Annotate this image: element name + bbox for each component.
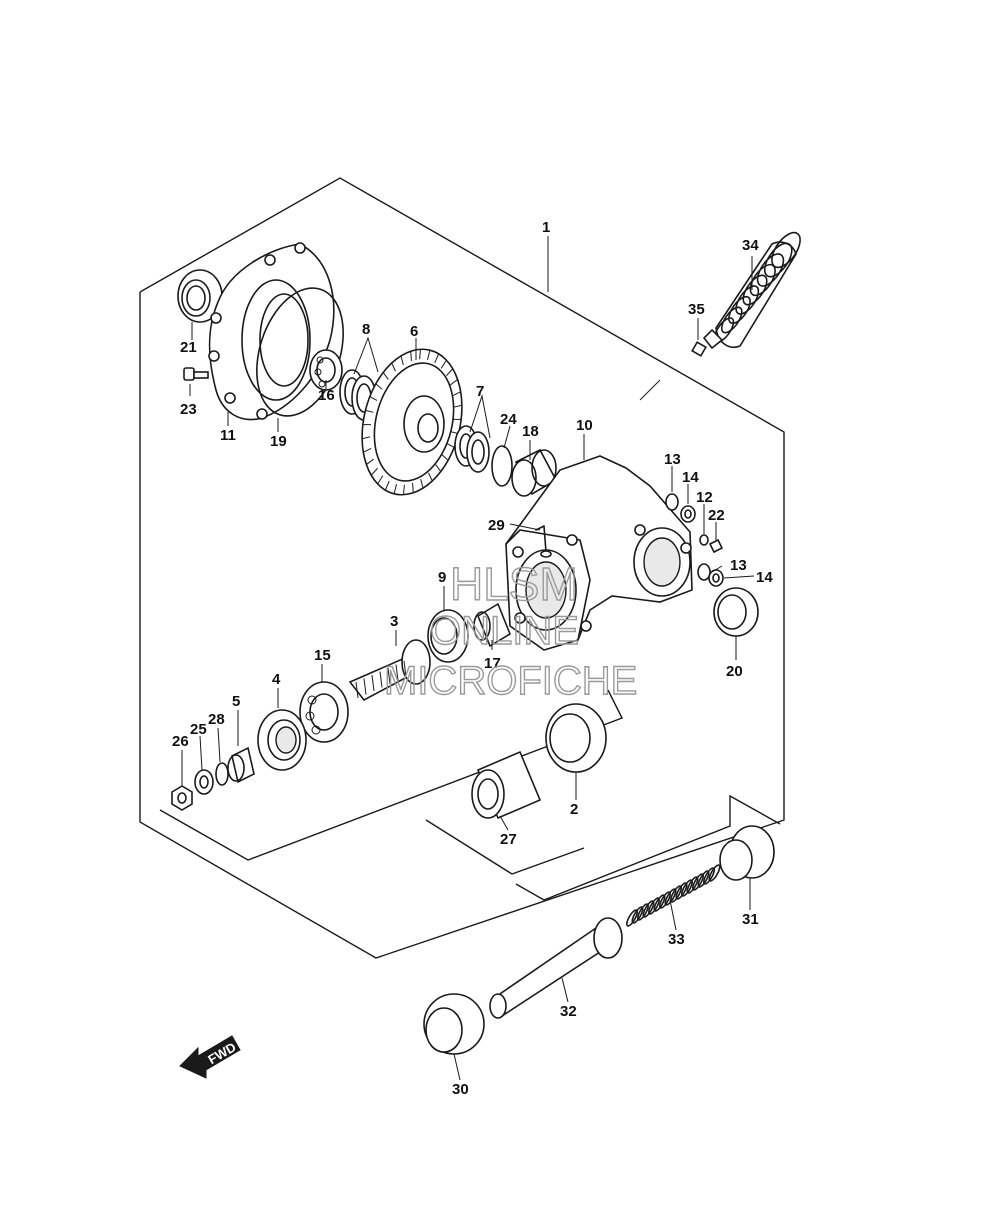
callout-12: 12 xyxy=(696,489,713,506)
part-10-gear-case xyxy=(505,455,693,651)
callout-24: 24 xyxy=(500,411,517,428)
callout-29: 29 xyxy=(488,517,505,534)
part-6-ring-gear xyxy=(361,348,463,496)
part-14-plug-upper xyxy=(680,505,696,523)
part-21-oil-seal xyxy=(177,269,223,323)
part-25-washer xyxy=(194,769,214,795)
fwd-arrow-icon: FWD xyxy=(179,1035,241,1079)
callout-22: 22 xyxy=(708,507,725,524)
assembly-frame xyxy=(139,177,785,959)
part-23-bolt xyxy=(183,367,209,381)
callout-3: 3 xyxy=(390,613,398,630)
callout-9: 9 xyxy=(438,569,446,586)
callout-7: 7 xyxy=(476,383,484,400)
callout-2: 2 xyxy=(570,801,578,818)
callout-20: 20 xyxy=(726,663,743,680)
callout-35: 35 xyxy=(688,301,705,318)
callout-11: 11 xyxy=(220,427,236,444)
part-24-ring xyxy=(491,445,513,487)
part-11-case-cover xyxy=(208,242,335,421)
part-18-needle-bearing xyxy=(511,448,558,497)
callout-26: 26 xyxy=(172,733,189,750)
callout-34: 34 xyxy=(742,237,759,254)
callout-27: 27 xyxy=(500,831,517,848)
part-14-plug-lower xyxy=(708,569,724,587)
callout-8: 8 xyxy=(362,321,370,338)
callout-1: 1 xyxy=(542,219,550,236)
part-13-washer-upper xyxy=(665,493,679,511)
callout-31: 31 xyxy=(742,911,759,928)
part-2-oil-seal xyxy=(545,703,607,773)
watermark-line-1: HLSM xyxy=(450,558,578,610)
part-28-washer xyxy=(215,762,229,786)
callout-18: 18 xyxy=(522,423,539,440)
callout-33: 33 xyxy=(668,931,685,948)
part-31-damper xyxy=(719,825,775,881)
part-3-drive-pinion xyxy=(348,639,431,702)
leader-lines xyxy=(181,236,755,1081)
callout-28: 28 xyxy=(208,711,225,728)
callout-32: 32 xyxy=(560,1003,577,1020)
callout-17: 17 xyxy=(484,655,501,672)
callout-25: 25 xyxy=(190,721,207,738)
part-20-oil-seal xyxy=(713,587,759,637)
part-29-breather-pipe xyxy=(535,525,552,558)
callout-16: 16 xyxy=(318,387,335,404)
watermark-line-3: MICROFICHE xyxy=(384,659,637,703)
callout-15: 15 xyxy=(314,647,331,664)
part-22-bolt xyxy=(708,538,724,554)
part-35-clamp xyxy=(691,341,707,357)
callout-23: 23 xyxy=(180,401,197,418)
watermark-line-2: ONLINE xyxy=(430,609,579,653)
callout-6: 6 xyxy=(410,323,418,340)
callout-21: 21 xyxy=(180,339,197,356)
part-12-washer xyxy=(699,534,709,546)
callout-14-lower: 14 xyxy=(756,569,773,586)
callout-10: 10 xyxy=(576,417,593,434)
callout-13-lower: 13 xyxy=(730,557,747,574)
callout-19: 19 xyxy=(270,433,287,450)
part-34-boot xyxy=(702,231,801,350)
part-30-damper xyxy=(423,993,485,1055)
part-7-shims xyxy=(454,425,490,473)
part-17-needle-bearing xyxy=(473,602,511,648)
part-27-collar xyxy=(471,750,542,820)
part-4-bearing xyxy=(257,709,307,771)
callout-30: 30 xyxy=(452,1081,469,1098)
part-5-spacer xyxy=(227,746,255,784)
part-9-bearing-race xyxy=(427,609,469,663)
callouts: 1 34 35 21 8 6 23 16 11 19 7 24 18 10 13… xyxy=(172,219,773,1098)
part-32-shaft xyxy=(489,917,623,1019)
callout-13-upper: 13 xyxy=(664,451,681,468)
watermark: HLSM ONLINE MICROFICHE xyxy=(383,557,638,703)
part-33-spring xyxy=(626,864,721,927)
callout-14-upper: 14 xyxy=(682,469,699,486)
part-13-washer-lower xyxy=(697,563,711,581)
callout-4: 4 xyxy=(272,671,281,688)
part-15-bearing xyxy=(299,681,349,743)
callout-5: 5 xyxy=(232,693,240,710)
part-26-nut xyxy=(171,785,193,811)
